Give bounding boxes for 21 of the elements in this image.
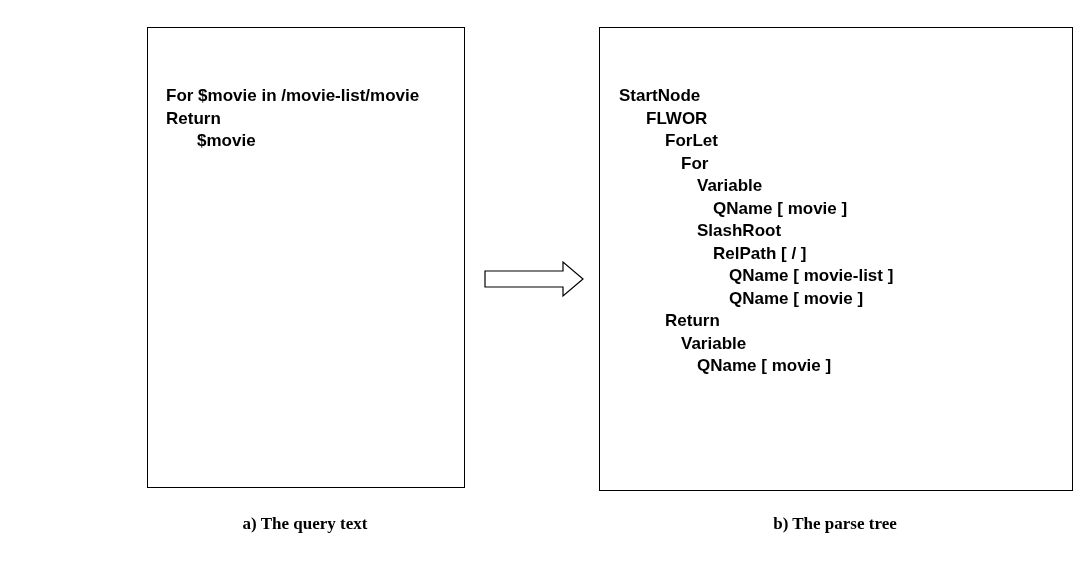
tree-entry: ForLet — [665, 131, 718, 151]
text-panel — [599, 27, 1073, 491]
tree-entry: QName [ movie ] — [697, 356, 832, 376]
query-line: Return — [166, 108, 221, 129]
node-label: b) The parse tree — [773, 514, 897, 534]
tree-entry: QName [ movie-list ] — [729, 266, 894, 286]
tree-entry: QName [ movie ] — [729, 288, 864, 309]
query-line: $movie — [197, 131, 256, 151]
tree-entry: StartNode — [619, 86, 701, 106]
tree-entry: For — [681, 153, 709, 174]
tree-entry: RelPath [ / ] — [713, 243, 807, 264]
block-arrow — [484, 260, 584, 298]
tree-entry: Return — [665, 311, 720, 331]
tree-entry: FLWOR — [646, 108, 708, 129]
query-line: For $movie in /movie-list/movie — [166, 86, 420, 106]
tree-entry: SlashRoot — [697, 221, 782, 241]
tree-entry: Variable — [697, 176, 763, 196]
tree-entry: QName [ movie ] — [713, 198, 848, 219]
text-panel — [147, 27, 465, 488]
node-label: a) The query text — [242, 514, 368, 534]
tree-entry: Variable — [681, 333, 747, 354]
